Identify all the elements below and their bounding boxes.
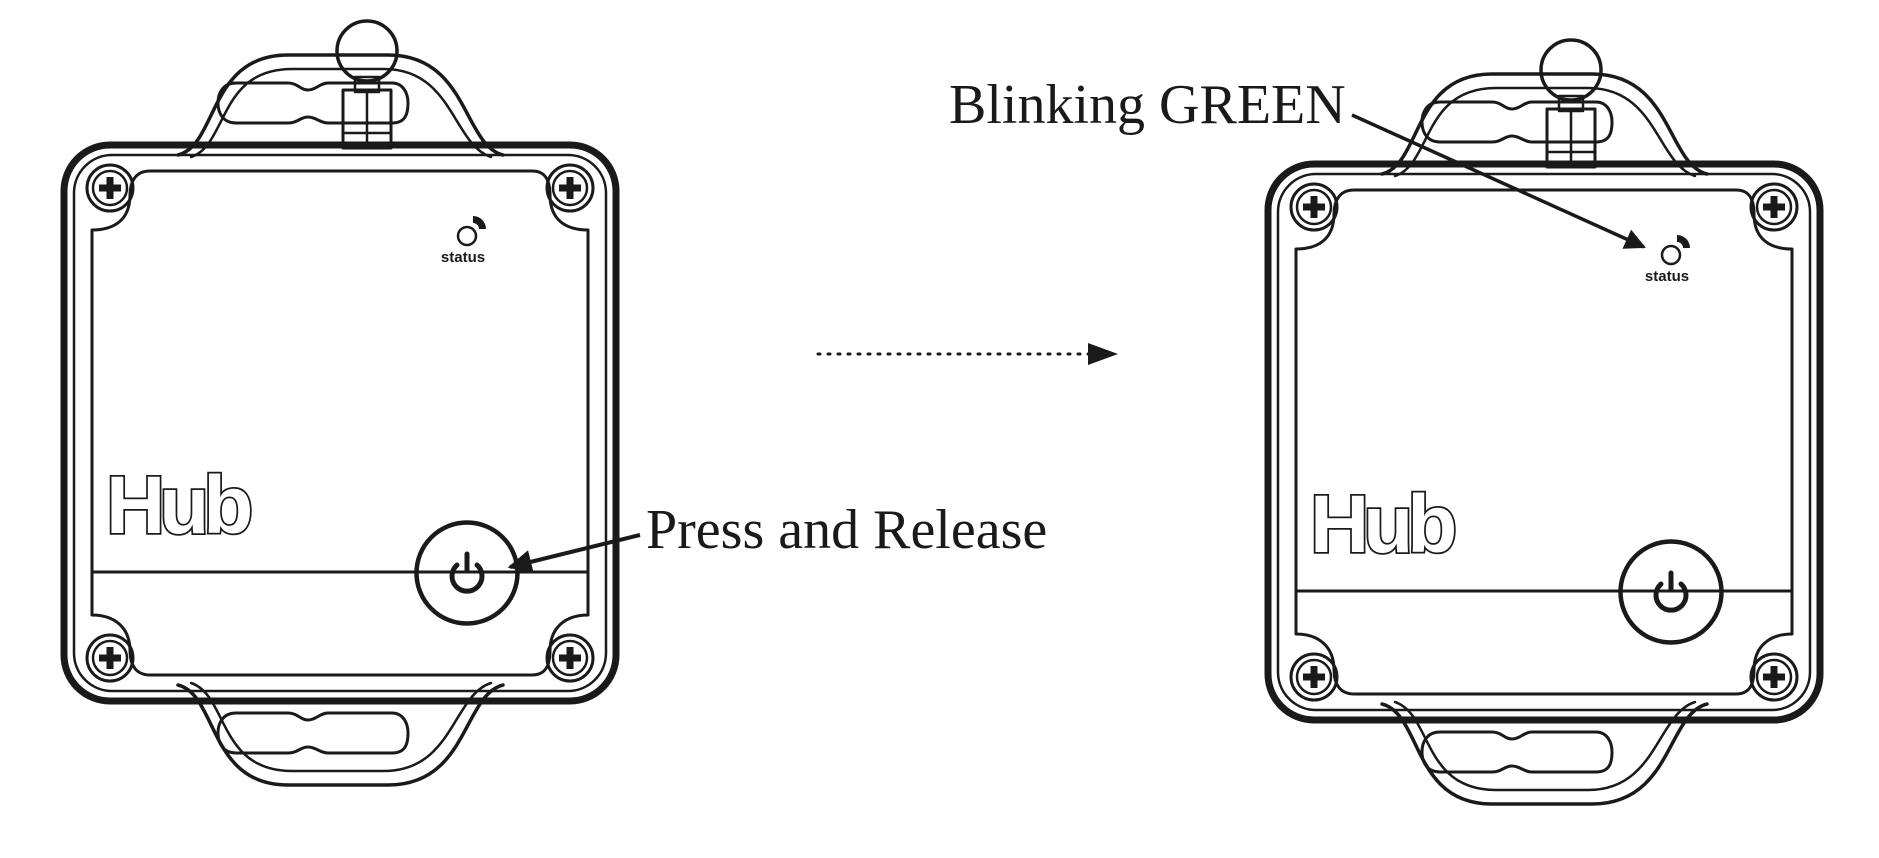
hub-logo: Hub [1310,479,1454,570]
power-icon [1653,570,1689,613]
wireless-status-icon [1677,235,1690,248]
hub-logo: Hub [106,460,250,551]
blinking-label: Blinking GREEN [949,74,1346,136]
status-led: status [441,216,486,266]
press-release-arrow [507,533,641,574]
press-release-callout: Press and Release [507,499,1047,574]
hub-device-before: status Hub [64,21,616,785]
press-release-label: Press and Release [646,499,1047,561]
blinking-arrow [1351,113,1646,249]
status-label: status [441,249,485,266]
blinking-callout: Blinking GREEN [949,74,1646,249]
dotted-arrow-icon [816,343,1118,365]
status-led: status [1645,235,1690,285]
status-label: status [1645,268,1689,285]
power-button[interactable] [1618,539,1724,645]
wireless-status-icon [473,216,486,229]
hub-device-after: status Hub [1268,40,1820,804]
power-icon [449,551,485,594]
